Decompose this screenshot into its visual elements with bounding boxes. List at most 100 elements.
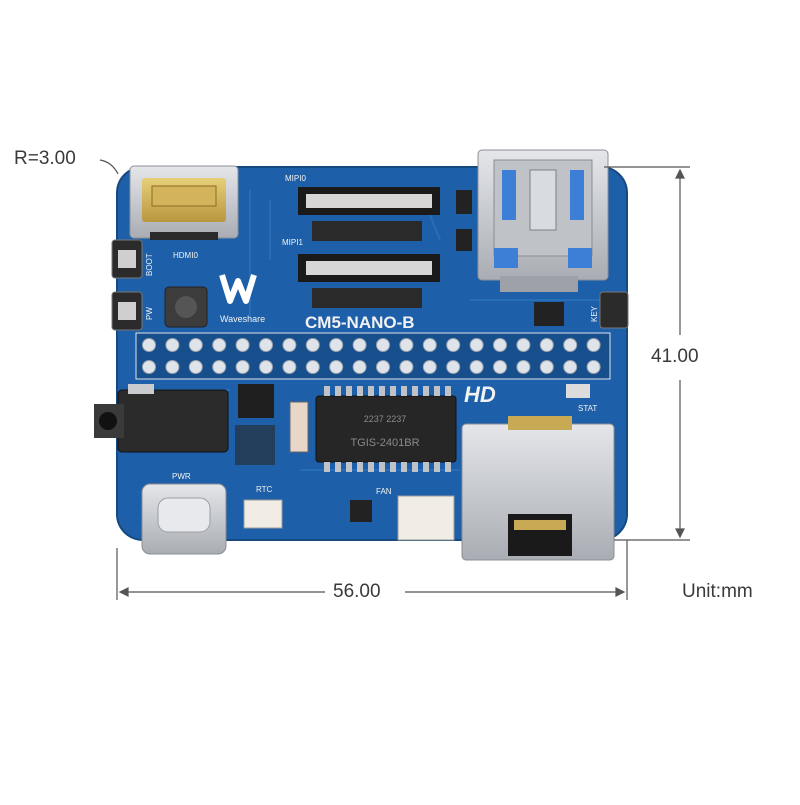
boot-button xyxy=(111,239,143,279)
fan-connector xyxy=(397,495,455,541)
chip-pin xyxy=(390,386,396,396)
gpio-pin xyxy=(376,360,390,374)
pw-button xyxy=(111,291,143,331)
chip-pin xyxy=(445,462,451,472)
chip-pin xyxy=(423,386,429,396)
gpio-pin xyxy=(188,360,203,374)
rtc-connector xyxy=(243,499,283,529)
key-button xyxy=(599,291,629,329)
gpio-pin xyxy=(446,338,461,352)
gpio-pin xyxy=(469,360,484,374)
chip-pin xyxy=(335,386,341,396)
gpio-pin xyxy=(539,360,554,374)
chip-pin xyxy=(357,462,363,472)
pwr-label: PWR xyxy=(172,472,191,481)
gpio-pin xyxy=(493,338,507,352)
fan-label: FAN xyxy=(376,487,392,496)
unit-label: Unit:mm xyxy=(682,581,753,602)
gpio-pin xyxy=(399,338,414,352)
chip-pin xyxy=(423,462,429,472)
gpio-pin xyxy=(563,338,578,352)
gpio-pin xyxy=(235,360,250,374)
chip-pin xyxy=(346,386,352,396)
gpio-pin xyxy=(305,360,320,374)
gpio-pin xyxy=(212,360,227,374)
chip-pin xyxy=(434,462,440,472)
chip-pin xyxy=(324,386,330,396)
chip-pin xyxy=(368,462,374,472)
gpio-pin xyxy=(493,360,507,374)
chip-pin xyxy=(390,462,396,472)
chip-pin xyxy=(324,462,330,472)
gpio-header xyxy=(135,332,611,380)
gpio-pin xyxy=(469,338,484,352)
chip-pin xyxy=(434,386,440,396)
height-dimension-label: 41.00 xyxy=(651,346,699,367)
ethernet-port xyxy=(461,416,615,561)
rtc-label: RTC xyxy=(256,485,273,494)
chip-pin xyxy=(379,462,385,472)
gpio-pin xyxy=(259,360,273,374)
gpio-pin xyxy=(586,360,601,374)
chip-pins xyxy=(324,386,451,472)
chip-pin xyxy=(401,386,407,396)
gpio-pin xyxy=(586,338,601,352)
gpio-pin xyxy=(212,338,227,352)
gpio-pin xyxy=(259,338,273,352)
gpio-pin xyxy=(188,338,203,352)
mipi1-connector xyxy=(298,254,440,308)
gpio-pin xyxy=(563,360,578,374)
hdmi0-label: HDMI0 xyxy=(173,251,198,260)
gpio-pin xyxy=(142,338,156,352)
gpio-pin xyxy=(422,360,437,374)
boot-label: BOOT xyxy=(145,253,154,276)
pw-label: PW xyxy=(145,307,154,320)
hd-mark: HD xyxy=(464,382,496,407)
chip-pin xyxy=(357,386,363,396)
chip-pin xyxy=(346,462,352,472)
chip-line2: TGIS-2401BR xyxy=(350,437,419,449)
waveshare-logo-icon xyxy=(219,274,257,304)
usb-c-port xyxy=(141,483,227,555)
chip-pin xyxy=(412,462,418,472)
gpio-pin xyxy=(282,360,297,374)
brand-label: Waveshare xyxy=(220,314,265,324)
gpio-pin xyxy=(422,338,437,352)
gpio-pin xyxy=(165,338,180,352)
mipi0-label: MIPI0 xyxy=(285,174,306,183)
chip-pin xyxy=(412,386,418,396)
gpio-pin xyxy=(352,360,367,374)
gpio-pin xyxy=(376,338,390,352)
chip-pin xyxy=(401,462,407,472)
chip-pin xyxy=(335,462,341,472)
stat-label: STAT xyxy=(578,404,597,413)
mipi1-label: MIPI1 xyxy=(282,238,303,247)
key-label: KEY xyxy=(590,305,599,322)
dimension-lines xyxy=(99,159,690,600)
ethernet-chip: 2237 2237 TGIS-2401BR xyxy=(315,395,457,463)
gpio-pin xyxy=(539,338,554,352)
gpio-pin xyxy=(142,360,156,374)
gpio-pin xyxy=(235,338,250,352)
gpio-pin xyxy=(446,360,461,374)
gpio-pin xyxy=(305,338,320,352)
chip-pin xyxy=(445,386,451,396)
gpio-pin xyxy=(329,338,344,352)
gpio-pin xyxy=(329,360,344,374)
mipi0-connector xyxy=(298,187,440,241)
gpio-pin xyxy=(282,338,297,352)
gpio-pin xyxy=(516,360,531,374)
hdmi-port xyxy=(129,165,239,240)
audio-jack xyxy=(94,384,229,453)
width-dimension-label: 56.00 xyxy=(333,581,381,602)
usb-port xyxy=(477,149,609,292)
chip-pin xyxy=(368,386,374,396)
gpio-pin xyxy=(352,338,367,352)
gpio-pin xyxy=(399,360,414,374)
chip-line1: 2237 2237 xyxy=(364,414,407,424)
chip-pin xyxy=(379,386,385,396)
model-label: CM5-NANO-B xyxy=(305,313,415,332)
gpio-pin xyxy=(165,360,180,374)
